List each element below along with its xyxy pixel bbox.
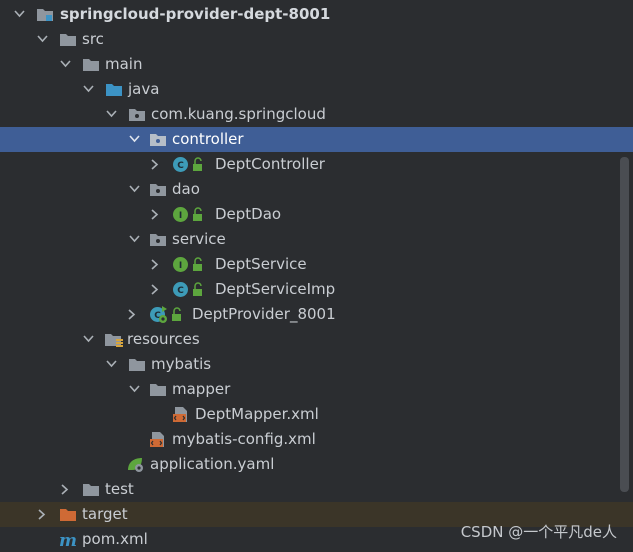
chevron-down-icon[interactable]	[127, 177, 141, 202]
tree-row-dept-provider[interactable]: C DeptProvider_8001	[0, 302, 633, 327]
unlock-icon	[192, 281, 204, 298]
folder-icon	[128, 356, 146, 373]
chevron-down-icon[interactable]	[127, 227, 141, 252]
dept-provider-label: DeptProvider_8001	[192, 305, 336, 323]
package-icon	[149, 231, 167, 248]
chevron-down-icon[interactable]	[58, 52, 72, 77]
tree-row-resources[interactable]: resources	[0, 327, 633, 352]
svg-text:I: I	[179, 261, 182, 271]
tree-row-service[interactable]: service	[0, 227, 633, 252]
tree-row-controller[interactable]: controller	[0, 127, 633, 152]
test-folder-label: test	[105, 480, 134, 498]
dept-controller-label: DeptController	[215, 155, 325, 173]
tree-row-java[interactable]: java	[0, 77, 633, 102]
class-icon: C	[172, 281, 190, 298]
interface-icon: I	[172, 206, 190, 223]
target-folder-label: target	[82, 505, 128, 523]
xml-file-icon	[149, 431, 167, 448]
module-folder-icon	[36, 6, 54, 23]
application-yaml-label: application.yaml	[150, 455, 275, 473]
svg-text:I: I	[179, 211, 182, 221]
tree-row-root[interactable]: springcloud-provider-dept-8001	[0, 2, 633, 27]
tree-row-mapper[interactable]: mapper	[0, 377, 633, 402]
tree-row-src[interactable]: src	[0, 27, 633, 52]
mapper-folder-label: mapper	[172, 380, 231, 398]
tree-row-dept-mapper-xml[interactable]: DeptMapper.xml	[0, 402, 633, 427]
package-icon	[128, 106, 146, 123]
dept-service-label: DeptService	[215, 255, 307, 273]
class-icon: C	[172, 156, 190, 173]
folder-icon	[82, 56, 100, 73]
chevron-down-icon[interactable]	[104, 102, 118, 127]
tree-row-dept-service-imp[interactable]: C DeptServiceImp	[0, 277, 633, 302]
unlock-icon	[192, 156, 204, 173]
dept-dao-label: DeptDao	[215, 205, 282, 223]
chevron-down-icon[interactable]	[104, 352, 118, 377]
chevron-down-icon[interactable]	[81, 327, 95, 352]
folder-icon	[149, 381, 167, 398]
tree-row-pom-xml[interactable]: m pom.xml	[0, 527, 633, 552]
spring-yaml-icon	[126, 456, 146, 473]
chevron-down-icon[interactable]	[35, 27, 49, 52]
tree-row-dept-service[interactable]: I DeptService	[0, 252, 633, 277]
chevron-right-icon[interactable]	[35, 502, 49, 527]
package-icon	[149, 131, 167, 148]
chevron-down-icon[interactable]	[81, 77, 95, 102]
vertical-scrollbar[interactable]	[620, 157, 629, 492]
main-folder-label: main	[105, 55, 143, 73]
svg-text:m: m	[59, 531, 77, 548]
source-root-folder-icon	[105, 81, 123, 98]
controller-package-label: controller	[172, 130, 244, 148]
dao-package-label: dao	[172, 180, 200, 198]
dept-mapper-xml-label: DeptMapper.xml	[195, 405, 319, 423]
tree-row-target[interactable]: target	[0, 502, 633, 527]
chevron-right-icon[interactable]	[125, 302, 139, 327]
tree-row-mybatis[interactable]: mybatis	[0, 352, 633, 377]
mybatis-config-xml-label: mybatis-config.xml	[172, 430, 316, 448]
pom-xml-label: pom.xml	[82, 530, 148, 548]
chevron-down-icon[interactable]	[127, 127, 141, 152]
package-icon	[149, 181, 167, 198]
tree-row-dept-controller[interactable]: C DeptController	[0, 152, 633, 177]
tree-row-application-yaml[interactable]: application.yaml	[0, 452, 633, 477]
folder-icon	[82, 481, 100, 498]
java-folder-label: java	[128, 80, 160, 98]
spring-boot-class-icon: C	[149, 306, 167, 323]
tree-row-package[interactable]: com.kuang.springcloud	[0, 102, 633, 127]
dept-service-imp-label: DeptServiceImp	[215, 280, 336, 298]
tree-row-dao[interactable]: dao	[0, 177, 633, 202]
resources-folder-label: resources	[127, 330, 200, 348]
tree-row-test[interactable]: test	[0, 477, 633, 502]
watermark: CSDN @一个平凡de人	[460, 523, 617, 541]
chevron-right-icon[interactable]	[148, 277, 162, 302]
chevron-right-icon[interactable]	[148, 152, 162, 177]
xml-file-icon	[172, 406, 190, 423]
package-label: com.kuang.springcloud	[151, 105, 326, 123]
chevron-right-icon[interactable]	[58, 477, 72, 502]
service-package-label: service	[172, 230, 226, 248]
resources-folder-icon	[104, 331, 123, 348]
chevron-right-icon[interactable]	[148, 252, 162, 277]
src-folder-label: src	[82, 30, 104, 48]
tree-row-dept-dao[interactable]: I DeptDao	[0, 202, 633, 227]
interface-icon: I	[172, 256, 190, 273]
unlock-icon	[192, 206, 204, 223]
unlock-icon	[192, 256, 204, 273]
chevron-right-icon[interactable]	[148, 202, 162, 227]
excluded-folder-icon	[59, 506, 77, 523]
mybatis-folder-label: mybatis	[151, 355, 212, 373]
chevron-down-icon[interactable]	[127, 377, 141, 402]
tree-row-mybatis-config-xml[interactable]: mybatis-config.xml	[0, 427, 633, 452]
svg-text:C: C	[154, 311, 161, 321]
root-module-label: springcloud-provider-dept-8001	[60, 5, 331, 23]
svg-text:C: C	[177, 161, 184, 171]
folder-icon	[59, 31, 77, 48]
svg-text:C: C	[177, 286, 184, 296]
maven-icon: m	[59, 531, 79, 548]
chevron-down-icon[interactable]	[12, 2, 26, 27]
tree-row-main[interactable]: main	[0, 52, 633, 77]
unlock-icon	[171, 306, 183, 323]
